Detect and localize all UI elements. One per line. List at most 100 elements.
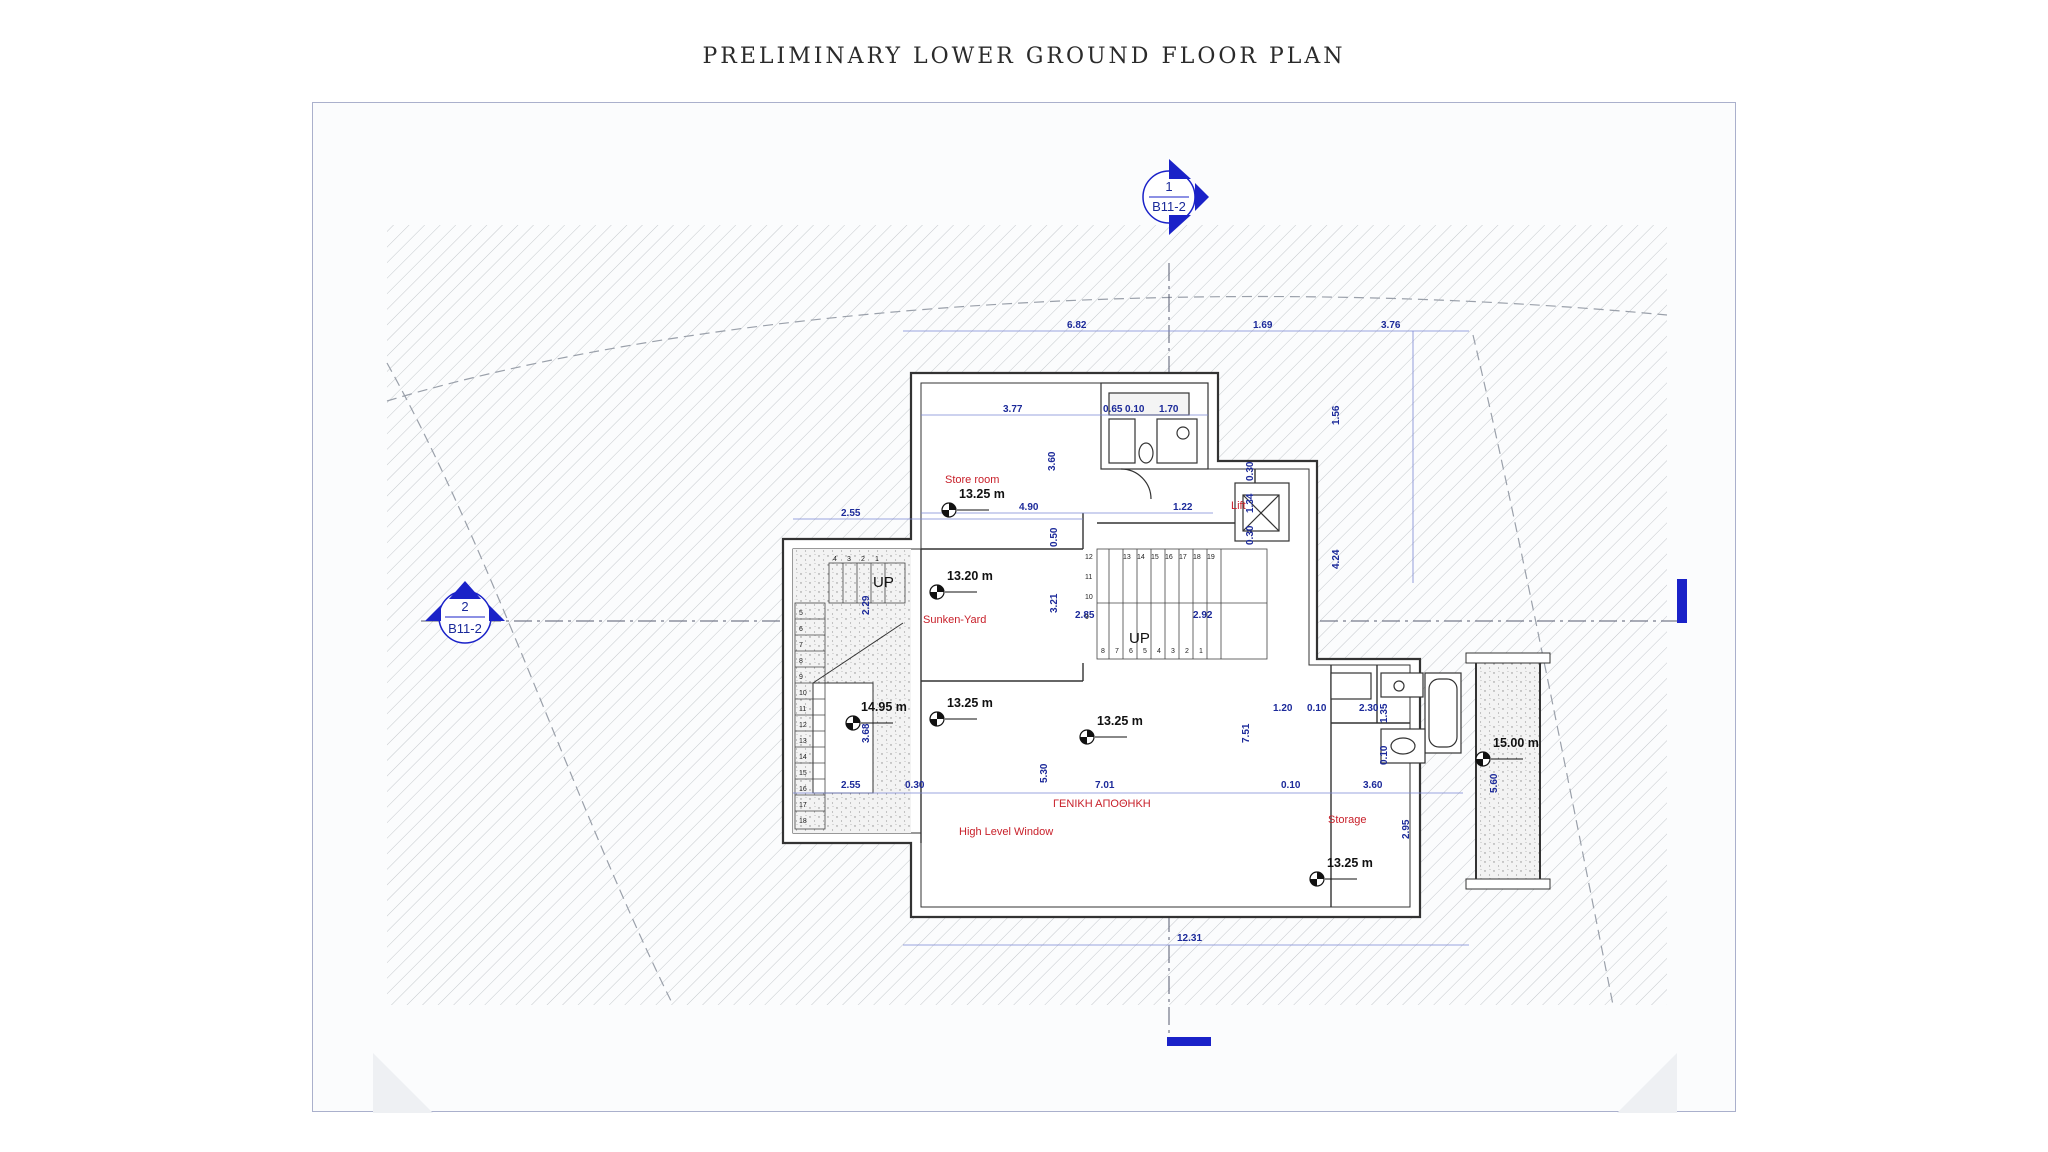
stair-number: 17 (1179, 554, 1187, 561)
dim-120: 1.20 (1273, 703, 1293, 714)
dim-lift-v2: 0.30 (1245, 525, 1256, 545)
elevation-symbol (929, 584, 977, 600)
ground-corner-left (373, 1053, 433, 1113)
dim-701: 7.01 (1095, 780, 1115, 791)
stair-number: 17 (799, 802, 807, 809)
dim-292: 2.92 (1193, 610, 1213, 621)
room-label-high-level-window: High Level Window (959, 826, 1053, 838)
stair-number: 3 (1171, 648, 1175, 655)
stair-number: 15 (1151, 554, 1159, 561)
dim-424: 4.24 (1331, 549, 1342, 569)
dim-530: 5.30 (1039, 763, 1050, 783)
dim-010b: 0.10 (1379, 745, 1390, 765)
stair-number: 7 (1115, 648, 1119, 655)
section-marker-1: 1 B11-2 (1142, 159, 1209, 235)
dim-010c: 0.10 (1281, 780, 1301, 791)
floor-plan-drawing: 1 B11-2 2 B11-2 (373, 159, 1687, 1113)
dim-wc-c: 1.70 (1159, 404, 1179, 415)
elevation-left-yard: 14.95 m (861, 700, 907, 714)
stair-number: 14 (1137, 554, 1145, 561)
plan-frame: 1 B11-2 2 B11-2 (312, 102, 1736, 1113)
elevation-symbol (941, 502, 989, 518)
dim-wc-a: 0.65 (1103, 404, 1123, 415)
stair-number: 16 (1165, 554, 1173, 561)
section-2-end-mark (1677, 579, 1687, 623)
dim-255-top: 2.55 (841, 508, 861, 519)
stair-number: 5 (799, 610, 803, 617)
stair-number: 13 (1123, 554, 1131, 561)
stair-number: 16 (799, 786, 807, 793)
dim-lift-h: 1.34 (1245, 493, 1256, 513)
stair-number: 6 (799, 626, 803, 633)
stair-number: 12 (799, 722, 807, 729)
dim-top-3: 3.76 (1381, 320, 1401, 331)
dimension-labels: 6.82 1.69 3.76 3.77 0.65 0.10 1.70 3.60 … (841, 320, 1500, 944)
dim-368: 3.68 (861, 723, 872, 743)
dim-360: 3.60 (1363, 780, 1383, 791)
right-terrace (1475, 658, 1541, 886)
left-stair (794, 562, 906, 830)
dim-560: 5.60 (1489, 773, 1500, 793)
stair-number: 11 (799, 706, 806, 713)
dim-bottom: 12.31 (1177, 933, 1202, 944)
dim-wc-b: 0.10 (1125, 404, 1145, 415)
stair-up-center: UP (1129, 630, 1150, 647)
stair-number: 3 (847, 556, 851, 563)
dim-030: 0.30 (905, 780, 925, 791)
stair-number: 4 (833, 556, 837, 563)
dim-229: 2.29 (861, 595, 872, 615)
section-marker-2-sheet: B11-2 (448, 621, 482, 636)
bath-block (1330, 672, 1462, 764)
boundary-line-top (386, 295, 1668, 402)
dim-lift-v: 0.30 (1245, 461, 1256, 481)
stair-number: 4 (1157, 648, 1161, 655)
stair-number: 2 (1185, 648, 1189, 655)
dim-top-1: 6.82 (1067, 320, 1087, 331)
dimension-lines (793, 330, 1469, 946)
plan-title: PRELIMINARY LOWER GROUND FLOOR PLAN (702, 44, 1346, 69)
stair-number: 9 (1085, 614, 1089, 621)
elevation-store-room: 13.25 m (959, 487, 1005, 501)
stair-number: 19 (1207, 554, 1215, 561)
elevation-symbol (929, 711, 977, 727)
dim-store-height: 3.60 (1047, 451, 1058, 471)
section-1-end-mark (1167, 1037, 1211, 1046)
stair-up-left: UP (873, 574, 894, 591)
ground-corner-right (1617, 1053, 1677, 1113)
room-label-store-room: Store room (945, 474, 999, 486)
elevation-hall-left: 13.25 m (947, 696, 993, 710)
central-stair (1096, 548, 1268, 660)
elevation-symbol (1309, 871, 1357, 887)
stair-number: 7 (799, 642, 803, 649)
dim-295: 2.95 (1401, 819, 1412, 839)
stair-number: 1 (875, 556, 879, 563)
elevation-hall-center: 13.25 m (1097, 714, 1143, 728)
stair-number: 13 (799, 738, 807, 745)
dim-store-width: 3.77 (1003, 404, 1023, 415)
elevation-symbol (1079, 729, 1127, 745)
dim-010a: 0.10 (1307, 703, 1327, 714)
stair-number: 12 (1085, 554, 1093, 561)
stair-number: 8 (1101, 648, 1105, 655)
stair-number: 18 (799, 818, 807, 825)
lift-shaft (1234, 482, 1290, 542)
dim-135: 1.35 (1379, 703, 1390, 723)
stair-number: 1 (1199, 648, 1203, 655)
wc-block (1100, 382, 1209, 500)
dim-751: 7.51 (1241, 723, 1252, 743)
section-marker-2-number: 2 (461, 599, 468, 614)
stair-number: 10 (1085, 594, 1093, 601)
stair-number: 15 (799, 770, 807, 777)
stair-number: 6 (1129, 648, 1133, 655)
section-marker-1-number: 1 (1165, 179, 1172, 194)
elevation-right-terrace: 15.00 m (1493, 736, 1539, 750)
stair-number: 2 (861, 556, 865, 563)
dim-321: 3.21 (1049, 593, 1060, 613)
section-marker-2: 2 B11-2 (425, 581, 505, 644)
dim-122: 1.22 (1173, 502, 1193, 513)
dim-right-v: 1.56 (1331, 405, 1342, 425)
stair-number: 10 (799, 690, 807, 697)
elevation-symbol (845, 715, 893, 731)
boundary-line-right (1472, 334, 1614, 1006)
